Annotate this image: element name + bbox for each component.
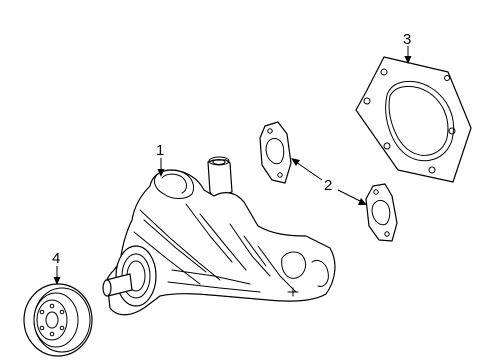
pulley [23,283,93,357]
callout-1: 1 [156,142,164,159]
small-gasket-upper [259,121,292,184]
callout-4: 4 [52,250,60,267]
large-gasket [355,56,472,183]
small-gasket-lower [365,183,398,242]
water-pump [102,156,336,316]
callout-2: 2 [324,177,332,194]
callout-3: 3 [403,31,411,48]
leader-lines [53,46,412,285]
